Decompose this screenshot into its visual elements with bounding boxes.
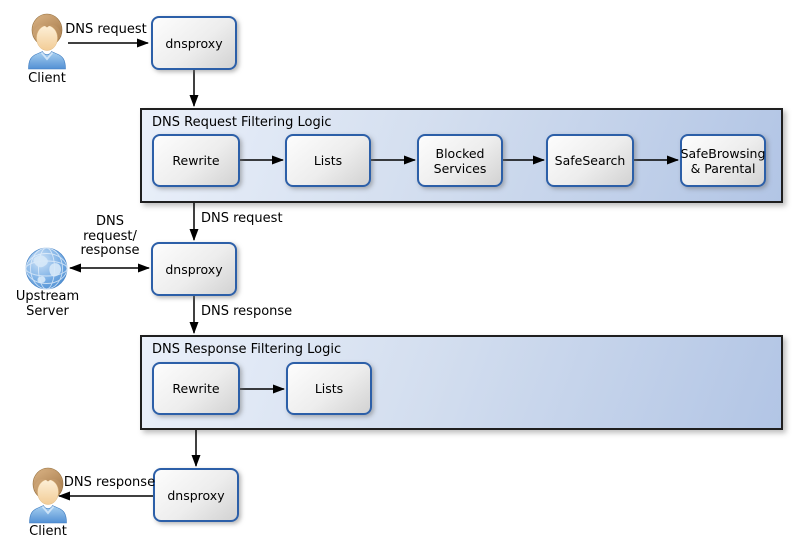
filter-step-safesearch: SafeSearch — [546, 134, 634, 187]
request-filtering-title: DNS Request Filtering Logic — [152, 115, 332, 130]
edge-label-dns-request-response: DNS request/ response — [80, 214, 140, 258]
response-filtering-title: DNS Response Filtering Logic — [152, 342, 342, 357]
dnsproxy-node-bottom: dnsproxy — [153, 468, 239, 522]
dnsproxy-node-middle: dnsproxy — [151, 242, 237, 296]
filter-step-safebrowsing-parental: SafeBrowsing & Parental — [680, 134, 766, 187]
edge-label-dns-request-top: DNS request — [65, 22, 147, 37]
upstream-server-globe-icon — [25, 247, 68, 290]
filter-step-rewrite-2: Rewrite — [152, 362, 240, 415]
client-person-icon-bottom — [29, 467, 67, 524]
client-person-icon-top — [28, 13, 66, 70]
filter-step-lists-2: Lists — [286, 362, 372, 415]
client-label-bottom: Client — [29, 524, 67, 539]
filter-step-rewrite-1: Rewrite — [152, 134, 240, 187]
dns-response-filtering-container: DNS Response Filtering Logic — [140, 335, 783, 430]
edge-label-dns-response-bottom: DNS response — [63, 475, 156, 490]
edge-label-dns-response-mid: DNS response — [201, 304, 293, 319]
edge-label-dns-request-mid: DNS request — [201, 211, 283, 226]
filter-step-blocked-services: Blocked Services — [417, 134, 503, 187]
dnsproxy-node-top: dnsproxy — [151, 16, 237, 70]
filter-step-lists-1: Lists — [285, 134, 371, 187]
client-label-top: Client — [28, 71, 66, 86]
upstream-server-label: Upstream Server — [15, 289, 80, 319]
